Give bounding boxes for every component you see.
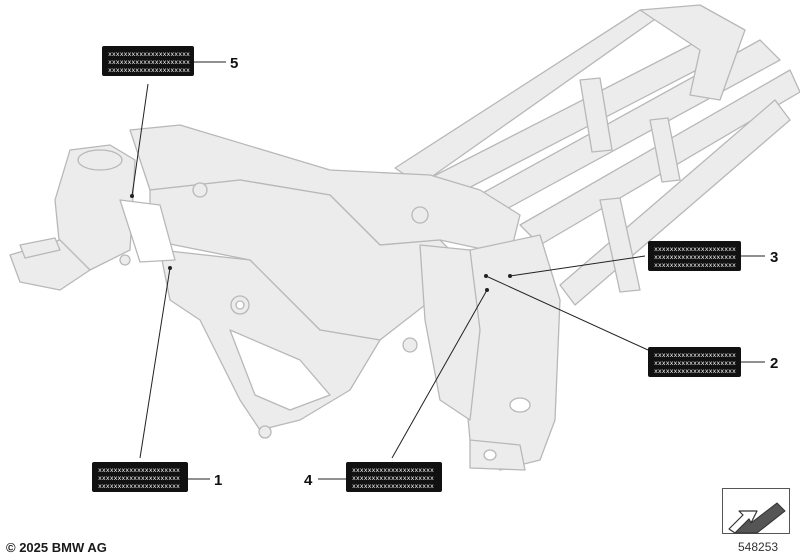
label-5-line-3: xxxxxxxxxxxxxxxxxxxxx	[108, 67, 190, 74]
label-3-line-3: xxxxxxxxxxxxxxxxxxxxx	[654, 262, 736, 269]
label-4-line-3: xxxxxxxxxxxxxxxxxxxxx	[352, 483, 434, 490]
label-plate-4: xxxxxxxxxxxxxxxxxxxxx xxxxxxxxxxxxxxxxxx…	[346, 462, 442, 492]
label-plate-2: xxxxxxxxxxxxxxxxxxxxx xxxxxxxxxxxxxxxxxx…	[648, 347, 741, 377]
label-1-line-2: xxxxxxxxxxxxxxxxxxxxx	[98, 475, 180, 482]
label-3-line-2: xxxxxxxxxxxxxxxxxxxxx	[654, 254, 736, 261]
leader-dots	[130, 194, 512, 292]
diagram-id: 548253	[738, 540, 779, 554]
leader-line-3	[509, 255, 646, 277]
label-4-line-2: xxxxxxxxxxxxxxxxxxxxx	[352, 475, 434, 482]
leader-line-4	[391, 289, 488, 459]
label-plate-3: xxxxxxxxxxxxxxxxxxxxx xxxxxxxxxxxxxxxxxx…	[648, 241, 741, 271]
leader-lines	[131, 61, 765, 480]
label-3-line-1: xxxxxxxxxxxxxxxxxxxxx	[654, 246, 736, 253]
label-4-line-1: xxxxxxxxxxxxxxxxxxxxx	[352, 467, 434, 474]
callout-number-3: 3	[770, 249, 778, 266]
label-5-line-2: xxxxxxxxxxxxxxxxxxxxx	[108, 59, 190, 66]
label-plate-5: xxxxxxxxxxxxxxxxxxxxx xxxxxxxxxxxxxxxxxx…	[102, 46, 194, 76]
arrow-icon	[728, 502, 786, 534]
callout-number-2: 2	[770, 355, 778, 372]
navigation-arrow-icon[interactable]	[722, 488, 790, 534]
callout-number-4: 4	[304, 472, 313, 489]
leader-line-1	[139, 267, 171, 459]
callout-number-1: 1	[214, 472, 222, 489]
copyright-text: © 2025 BMW AG	[6, 540, 107, 555]
frame-illustration	[9, 4, 800, 471]
label-2-line-3: xxxxxxxxxxxxxxxxxxxxx	[654, 368, 736, 375]
leader-line-2	[485, 275, 649, 351]
label-1-line-1: xxxxxxxxxxxxxxxxxxxxx	[98, 467, 180, 474]
leader-line-5	[131, 83, 149, 197]
label-1-line-3: xxxxxxxxxxxxxxxxxxxxx	[98, 483, 180, 490]
callout-number-5: 5	[230, 55, 238, 72]
label-2-line-1: xxxxxxxxxxxxxxxxxxxxx	[654, 352, 736, 359]
label-2-line-2: xxxxxxxxxxxxxxxxxxxxx	[654, 360, 736, 367]
label-5-line-1: xxxxxxxxxxxxxxxxxxxxx	[108, 51, 190, 58]
label-plate-1: xxxxxxxxxxxxxxxxxxxxx xxxxxxxxxxxxxxxxxx…	[92, 462, 188, 492]
